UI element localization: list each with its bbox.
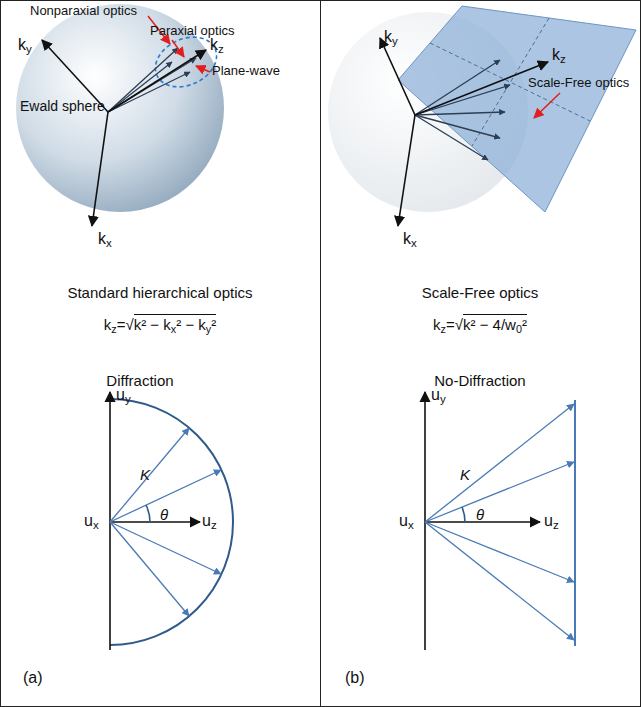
glyph: u	[544, 512, 553, 529]
glyph: k	[198, 316, 206, 333]
formula: kz=√k² − kx² − ky²	[104, 316, 216, 333]
glyph: u	[84, 512, 93, 529]
glyph	[488, 316, 492, 333]
subscript: 0	[516, 323, 522, 335]
axis-label: uz	[202, 512, 217, 530]
angle-label: θ	[160, 506, 168, 523]
glyph: =	[446, 316, 455, 333]
glyph: w	[505, 316, 516, 333]
axis-label: kx	[403, 230, 417, 248]
glyph: u	[399, 512, 408, 529]
k-axes	[42, 40, 206, 226]
figure-panel: (b)	[320, 0, 641, 707]
panel-letter: (b)	[345, 669, 365, 687]
axis-label: uz	[544, 512, 559, 530]
glyph: k	[104, 316, 112, 333]
subscript: z	[441, 323, 446, 335]
subscript: z	[553, 519, 559, 531]
glyph: u	[202, 512, 211, 529]
glyph: u	[431, 386, 440, 403]
glyph: k	[18, 36, 26, 53]
glyph: k	[463, 316, 471, 333]
angle-label: θ	[476, 506, 484, 523]
glyph: u	[116, 386, 125, 403]
panel-heading: Standard hierarchical optics	[67, 284, 252, 301]
glyph: k	[552, 46, 560, 63]
glyph: k	[384, 28, 392, 45]
glyph	[194, 316, 198, 333]
glyph: k	[134, 316, 142, 333]
radicand: k² − kx² − ky²	[134, 314, 217, 333]
radical: √	[125, 316, 133, 333]
glyph	[159, 316, 163, 333]
subscript: y	[440, 393, 446, 405]
glyph: =	[117, 316, 126, 333]
axis-label: ky	[384, 28, 398, 46]
subscript: x	[106, 237, 112, 249]
subscript: z	[560, 53, 566, 65]
axis-label: ux	[84, 512, 99, 530]
radicand: k² − 4/w0²	[463, 314, 527, 333]
subscript: x	[93, 519, 99, 531]
glyph: −	[185, 316, 194, 333]
callout-label: Nonparaxial optics	[30, 4, 137, 19]
subscript: z	[211, 519, 217, 531]
glyph: ²	[211, 316, 216, 333]
glyph: ²	[141, 316, 146, 333]
subscript: y	[206, 323, 211, 335]
glyph: ²	[470, 316, 475, 333]
subscript: y	[26, 43, 32, 55]
axis-label: kx	[98, 230, 112, 248]
regime-label: No-Diffraction	[434, 372, 525, 389]
glyph: 4	[493, 316, 501, 333]
vector-label: K	[460, 466, 470, 483]
subscript: x	[408, 519, 414, 531]
callout-label: Paraxial optics	[150, 24, 235, 39]
glyph: /	[501, 316, 505, 333]
subscript: y	[125, 393, 131, 405]
glyph	[181, 316, 185, 333]
formula: kz=√k² − 4/w0²	[433, 316, 527, 333]
axis-label: ky	[18, 36, 32, 54]
glyph: k	[433, 316, 441, 333]
glyph: ²	[522, 316, 527, 333]
panel-letter: (a)	[23, 669, 43, 687]
glyph: k	[210, 36, 218, 53]
subscript: x	[411, 237, 417, 249]
axis-label: ux	[399, 512, 414, 530]
axis-label: uy	[431, 386, 446, 404]
scale-free-figure	[328, 6, 636, 226]
callout-label: Scale-Free optics	[528, 76, 629, 91]
diffraction-diagram	[110, 392, 233, 650]
subscript: z	[218, 43, 224, 55]
subscript: z	[111, 323, 116, 335]
glyph: k	[163, 316, 171, 333]
axis-label: kz	[552, 46, 566, 64]
glyph: k	[98, 230, 106, 247]
axis-label: kz	[210, 36, 224, 54]
glyph: −	[480, 316, 489, 333]
glyph	[146, 316, 150, 333]
radical: √	[455, 316, 463, 333]
callout-label: Plane-wave	[212, 64, 280, 79]
glyph: ²	[176, 316, 181, 333]
axis-label: uy	[116, 386, 131, 404]
subscript: y	[392, 35, 398, 47]
glyph: k	[403, 230, 411, 247]
scale-free-plane	[398, 6, 636, 212]
glyph	[475, 316, 479, 333]
glyph: −	[150, 316, 159, 333]
panel-heading: Scale-Free optics	[422, 284, 539, 301]
no-diffraction-diagram	[425, 392, 575, 650]
sphere-label: Ewald sphere	[20, 98, 105, 114]
vector-label: K	[140, 466, 150, 483]
subscript: x	[171, 323, 176, 335]
